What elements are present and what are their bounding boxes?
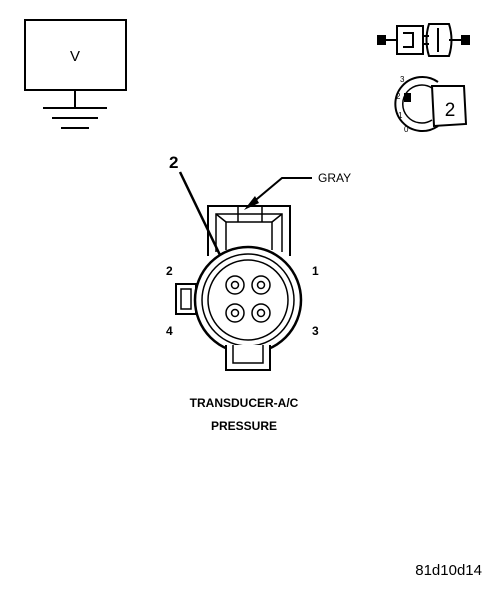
wire-color-label: GRAY [318, 171, 351, 185]
badge-ring-icon [394, 76, 439, 132]
badge-number-box [430, 85, 468, 128]
cavity-2 [225, 275, 245, 295]
cavity-3 [251, 303, 271, 323]
pin-label-1: 1 [312, 264, 319, 278]
voltmeter-symbol: V [70, 48, 80, 65]
connector-face [175, 205, 303, 371]
cavity-4 [225, 303, 245, 323]
back-probe-connector-icon [377, 23, 470, 57]
cavity-1 [251, 275, 271, 295]
badge-scale-2: 2 [396, 92, 401, 101]
badge-scale-0: 0 [404, 125, 409, 134]
caption-line-2: PRESSURE [211, 419, 277, 433]
badge-number: 2 [445, 100, 456, 121]
pin-label-4: 4 [166, 324, 173, 338]
pin-label-3: 3 [312, 324, 319, 338]
probe-badge: 3 2 1 0 2 [394, 75, 468, 134]
voltmeter: V [24, 19, 127, 129]
badge-scale-1: 1 [398, 111, 403, 120]
figure-id: 81d10d14 [415, 562, 482, 579]
badge-scale-3: 3 [400, 75, 405, 84]
caption-line-1: TRANSDUCER-A/C [190, 396, 299, 410]
pointer-number: 2 [169, 153, 178, 172]
pin-label-2: 2 [166, 264, 173, 278]
wire-callout: GRAY [244, 171, 351, 210]
ground-icon [43, 107, 107, 129]
